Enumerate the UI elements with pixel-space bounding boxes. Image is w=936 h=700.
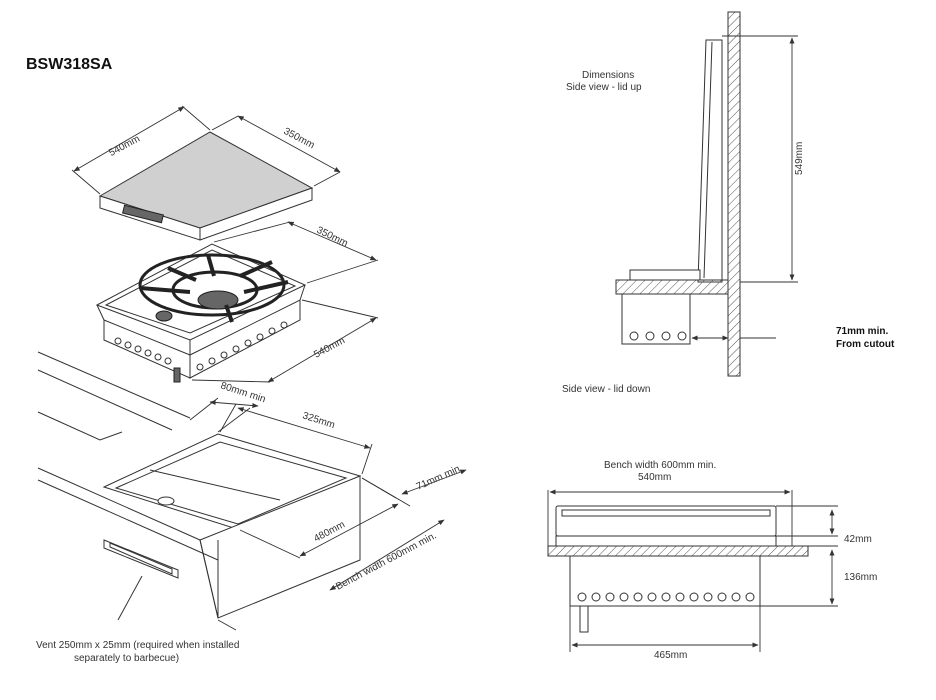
front-body-height-label: 136mm: [844, 572, 877, 583]
rear-gap-label: 80mm min: [219, 380, 267, 405]
hob-width-label: 540mm: [312, 335, 347, 360]
bench-section: [615, 279, 729, 295]
vent-slot-icon: [103, 539, 179, 579]
wall-section: [727, 11, 741, 377]
vent-leader-line: [117, 575, 143, 621]
drain-hole-icon: [157, 496, 175, 506]
lid-handle-icon: [122, 204, 164, 224]
front-gas-inlet-icon: [579, 605, 589, 633]
side-clear-label-1: 71mm min.: [836, 326, 888, 337]
plate-width-label: 540mm: [107, 134, 142, 159]
front-bench-section: [547, 545, 809, 557]
cutout-clear-label: 71mm min: [415, 464, 462, 493]
side-height-label: 549mm: [794, 142, 805, 175]
wok-burner-icon: [138, 253, 289, 323]
vent-note-line-1: Vent 250mm x 25mm (required when install…: [36, 640, 239, 651]
front-top-width-label: 540mm: [638, 472, 671, 483]
side-heading-2: Side view - lid up: [566, 82, 642, 93]
front-top-height-label: 42mm: [844, 534, 872, 545]
model-title: BSW318SA: [26, 56, 113, 73]
front-bench-label: Bench width 600mm min.: [604, 460, 716, 471]
side-lid-down-label: Side view - lid down: [562, 384, 650, 395]
burner-unit: [95, 243, 307, 383]
cutout-depth-label: 325mm: [301, 410, 336, 431]
front-view-drawing: [547, 505, 809, 633]
side-clear-label-2: From cutout: [836, 339, 895, 350]
hob-depth-label: 350mm: [315, 225, 350, 250]
control-knob-icon: [155, 310, 173, 322]
lid-plate: [98, 131, 314, 241]
side-heading-1: Dimensions: [582, 70, 634, 81]
plate-depth-label: 350mm: [282, 126, 317, 151]
bench-with-cutout: [37, 351, 362, 619]
vent-note-line-2: separately to barbecue): [74, 653, 179, 664]
gas-inlet-icon: [173, 367, 181, 383]
front-base-width-label: 465mm: [654, 650, 687, 661]
side-view-drawing: [615, 11, 741, 377]
